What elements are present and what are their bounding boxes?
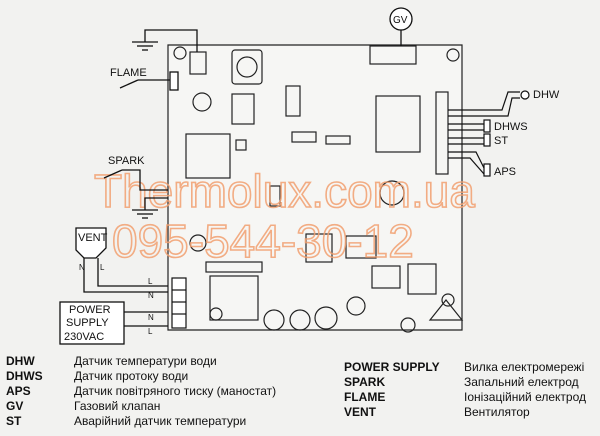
legend-desc: Аварійний датчик температури bbox=[74, 414, 247, 428]
vent-label: VENT bbox=[78, 232, 108, 244]
legend-row: DHW Датчик температури води bbox=[6, 354, 276, 369]
legend-code: FLAME bbox=[344, 390, 386, 404]
legend-row: GV Газовий клапан bbox=[6, 399, 276, 414]
watermark-site: Thermolux.com.ua bbox=[94, 165, 475, 217]
relay-component bbox=[407, 263, 437, 295]
watermark-phone: 095-544-30-12 bbox=[112, 215, 414, 267]
control-board bbox=[167, 44, 464, 333]
capacitor-component bbox=[289, 309, 311, 331]
legend-code: DHWS bbox=[6, 369, 43, 383]
vent-l-label: L bbox=[100, 263, 105, 272]
connector-n1-label: N bbox=[148, 291, 154, 300]
vent-n-label: N bbox=[79, 263, 85, 272]
legend-row: APS Датчик повітряного тиску (маностат) bbox=[6, 384, 276, 399]
board-mount-hole bbox=[173, 46, 187, 60]
legend-row: ST Аварійний датчик температури bbox=[6, 414, 276, 429]
relay-component bbox=[189, 51, 207, 75]
sensor-wiring bbox=[448, 90, 530, 177]
legend-code: POWER SUPPLY bbox=[344, 360, 440, 374]
vent-fan bbox=[75, 227, 168, 293]
connector-l2-label: L bbox=[148, 327, 153, 336]
legend-code: SPARK bbox=[344, 375, 386, 389]
legend-left: DHW Датчик температури води DHWS Датчик пр… bbox=[6, 354, 276, 429]
wiring-diagram: Thermolux.com.ua 095-544-30-12 GV FLAME … bbox=[59, 7, 560, 345]
legend-code: VENT bbox=[344, 405, 377, 419]
legend-desc: Іонізаційний електрод bbox=[464, 390, 587, 404]
connector-l1-label: L bbox=[148, 277, 153, 286]
connector-n2-label: N bbox=[148, 313, 154, 322]
power-supply-line3: 230VAC bbox=[64, 331, 104, 343]
connector-header bbox=[369, 45, 417, 65]
legend-right: POWER SUPPLY Вилка електромережі SPARK Зап… bbox=[344, 360, 586, 420]
legend-row: DHWS Датчик протоку води bbox=[6, 369, 276, 384]
board-mount-hole bbox=[189, 234, 207, 252]
power-supply-line2: SUPPLY bbox=[66, 317, 109, 329]
connector-header bbox=[435, 91, 449, 175]
transformer-component bbox=[231, 49, 263, 85]
spark-electrode bbox=[103, 169, 168, 191]
aps-label: APS bbox=[494, 166, 516, 178]
spark-label: SPARK bbox=[108, 155, 145, 167]
capacitor-component bbox=[314, 306, 338, 330]
relay-component bbox=[231, 93, 255, 125]
legend-desc: Газовий клапан bbox=[74, 399, 161, 413]
mains-connector bbox=[171, 277, 187, 329]
flame-electrode bbox=[119, 71, 179, 91]
legend-desc: Запальний електрод bbox=[464, 375, 579, 389]
flame-label: FLAME bbox=[110, 67, 147, 79]
legend-desc: Датчик протоку води bbox=[74, 369, 189, 383]
power-supply bbox=[59, 301, 168, 345]
legend-row: VENT Вентилятор bbox=[344, 405, 586, 420]
warning-triangle-icon bbox=[428, 299, 464, 321]
legend-desc: Датчик повітряного тиску (маностат) bbox=[74, 384, 277, 398]
capacitor-component bbox=[263, 309, 285, 331]
dhws-label: DHWS bbox=[494, 121, 528, 133]
legend-desc: Вентилятор bbox=[464, 405, 530, 419]
ground-symbol-top bbox=[132, 29, 198, 52]
transformer-component bbox=[185, 133, 231, 179]
microcontroller-component bbox=[375, 95, 421, 153]
capacitor-component bbox=[192, 92, 212, 112]
legend-row: POWER SUPPLY Вилка електромережі bbox=[344, 360, 586, 375]
power-supply-line1: POWER bbox=[69, 304, 111, 316]
legend-code: GV bbox=[6, 399, 24, 413]
legend-row: SPARK Запальний електрод bbox=[344, 375, 586, 390]
board-mount-hole bbox=[446, 48, 460, 62]
legend-desc: Датчик температури води bbox=[74, 354, 217, 368]
legend-code: ST bbox=[6, 414, 22, 428]
legend-row: FLAME Іонізаційний електрод bbox=[344, 390, 586, 405]
ground-symbol-mid bbox=[132, 197, 168, 219]
capacitor-component bbox=[379, 180, 405, 206]
gv-label: GV bbox=[393, 15, 408, 26]
watermark: Thermolux.com.ua 095-544-30-12 bbox=[93, 164, 476, 268]
dhw-label: DHW bbox=[533, 89, 560, 101]
legend-desc: Вилка електромережі bbox=[464, 360, 585, 374]
legend-code: APS bbox=[6, 384, 31, 398]
legend-code: DHW bbox=[6, 354, 35, 368]
board-mount-hole bbox=[441, 293, 455, 307]
gv-gas-valve bbox=[389, 7, 413, 46]
st-label: ST bbox=[494, 135, 508, 147]
relay-component bbox=[209, 275, 259, 321]
